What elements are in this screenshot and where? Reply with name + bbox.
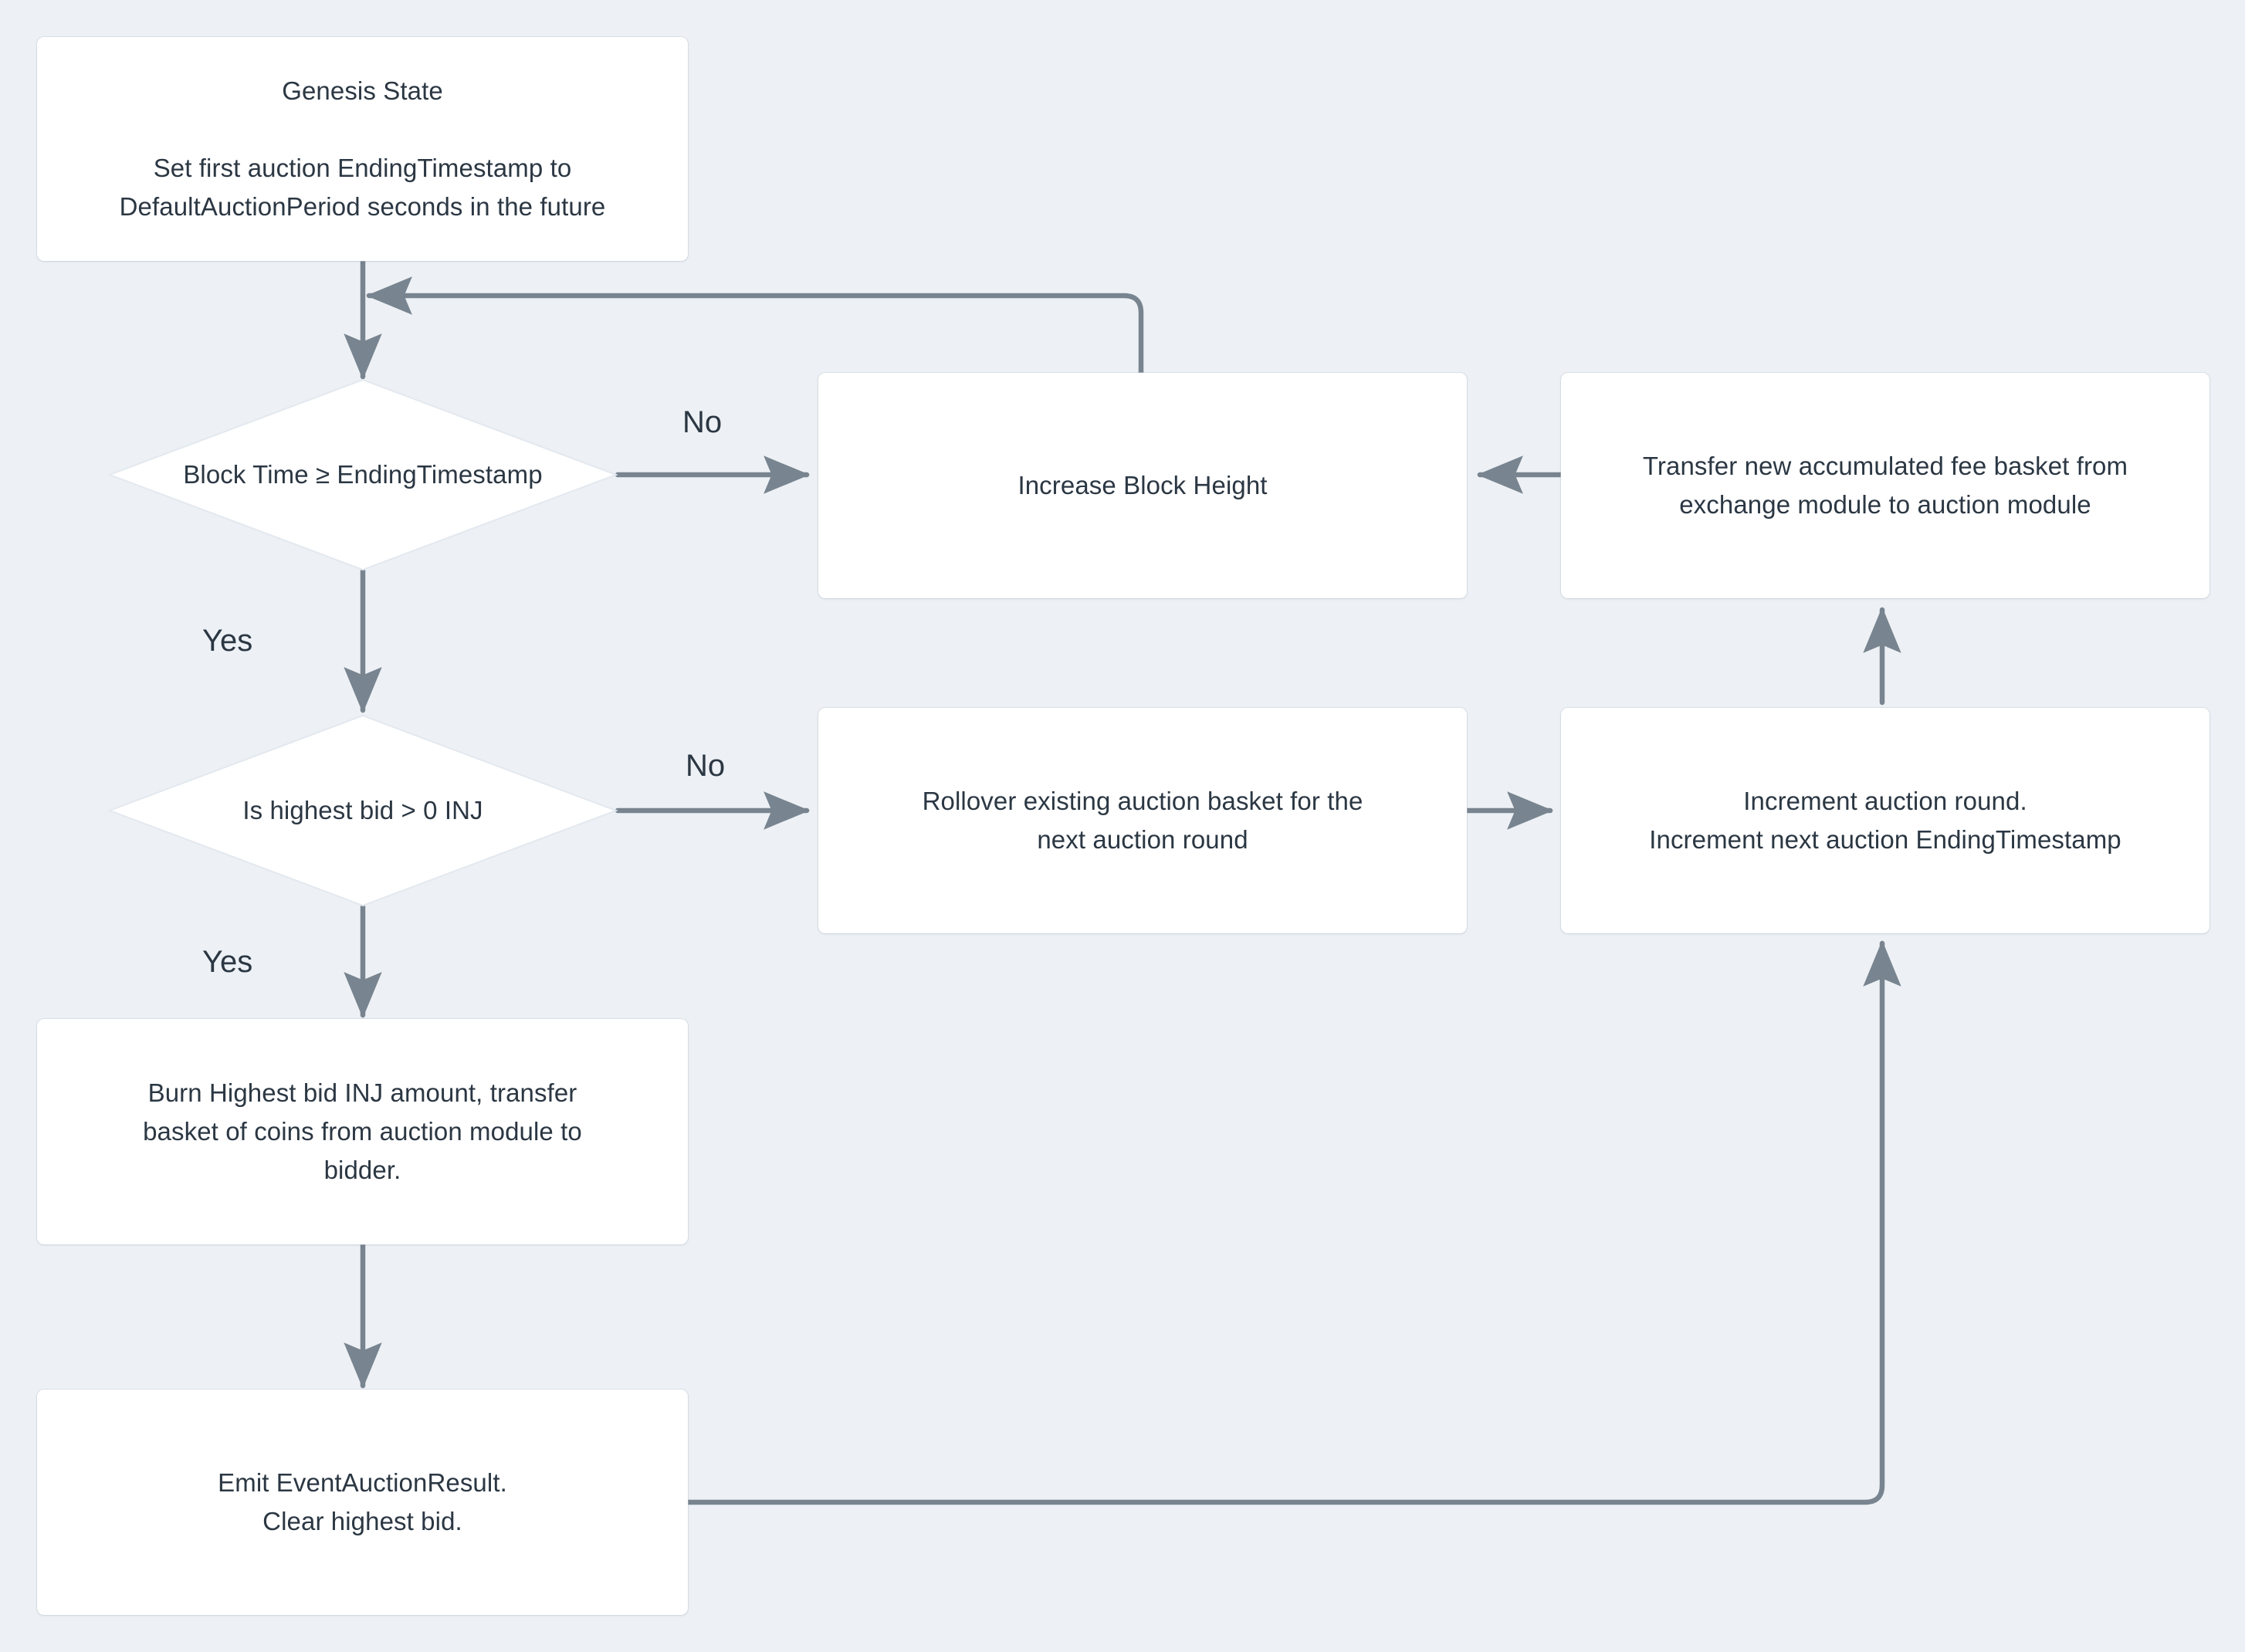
node-genesis-state[interactable]: Genesis State Set first auction EndingTi…: [37, 37, 688, 261]
node-genesis-state-label: Genesis State Set first auction EndingTi…: [119, 76, 606, 222]
edge-label-yes-block-time: Yes: [202, 624, 253, 658]
node-rollover-basket-label: Rollover existing auction basket for the…: [922, 786, 1363, 854]
edge-label-yes-highest-bid: Yes: [202, 945, 253, 979]
diamond-shape-highest-bid: [108, 714, 618, 907]
node-emit-event[interactable]: Emit EventAuctionResult. Clear highest b…: [37, 1390, 688, 1615]
node-transfer-fee-basket[interactable]: Transfer new accumulated fee basket from…: [1561, 373, 2209, 598]
node-highest-bid-check-label: Is highest bid > 0 INJ: [242, 795, 483, 824]
node-burn-and-transfer[interactable]: Burn Highest bid INJ amount, transfer ba…: [37, 1019, 688, 1244]
node-burn-and-transfer-label: Burn Highest bid INJ amount, transfer ba…: [143, 1078, 582, 1185]
diamond-shape-block-time: [108, 378, 618, 571]
node-block-time-check-label: Block Time ≥ EndingTimestamp: [183, 459, 543, 489]
edge-label-no-block-time: No: [682, 405, 723, 439]
node-block-time-check[interactable]: Block Time ≥ EndingTimestamp: [108, 378, 618, 571]
node-rollover-basket[interactable]: Rollover existing auction basket for the…: [818, 708, 1467, 933]
node-emit-event-label: Emit EventAuctionResult. Clear highest b…: [218, 1468, 507, 1535]
node-transfer-fee-basket-label: Transfer new accumulated fee basket from…: [1642, 451, 2128, 519]
node-highest-bid-check[interactable]: Is highest bid > 0 INJ: [108, 714, 618, 907]
edge-increase-to-block-check-loop: [366, 276, 1144, 376]
node-increase-block-height[interactable]: Increase Block Height: [818, 373, 1467, 598]
node-increment-round-label: Increment auction round. Increment next …: [1649, 786, 2121, 854]
node-increase-block-height-label: Increase Block Height: [1018, 470, 1268, 499]
node-increment-round[interactable]: Increment auction round. Increment next …: [1561, 708, 2209, 933]
edge-emit-to-increment-loop: [685, 940, 1901, 1505]
edge-label-no-highest-bid: No: [686, 749, 726, 783]
